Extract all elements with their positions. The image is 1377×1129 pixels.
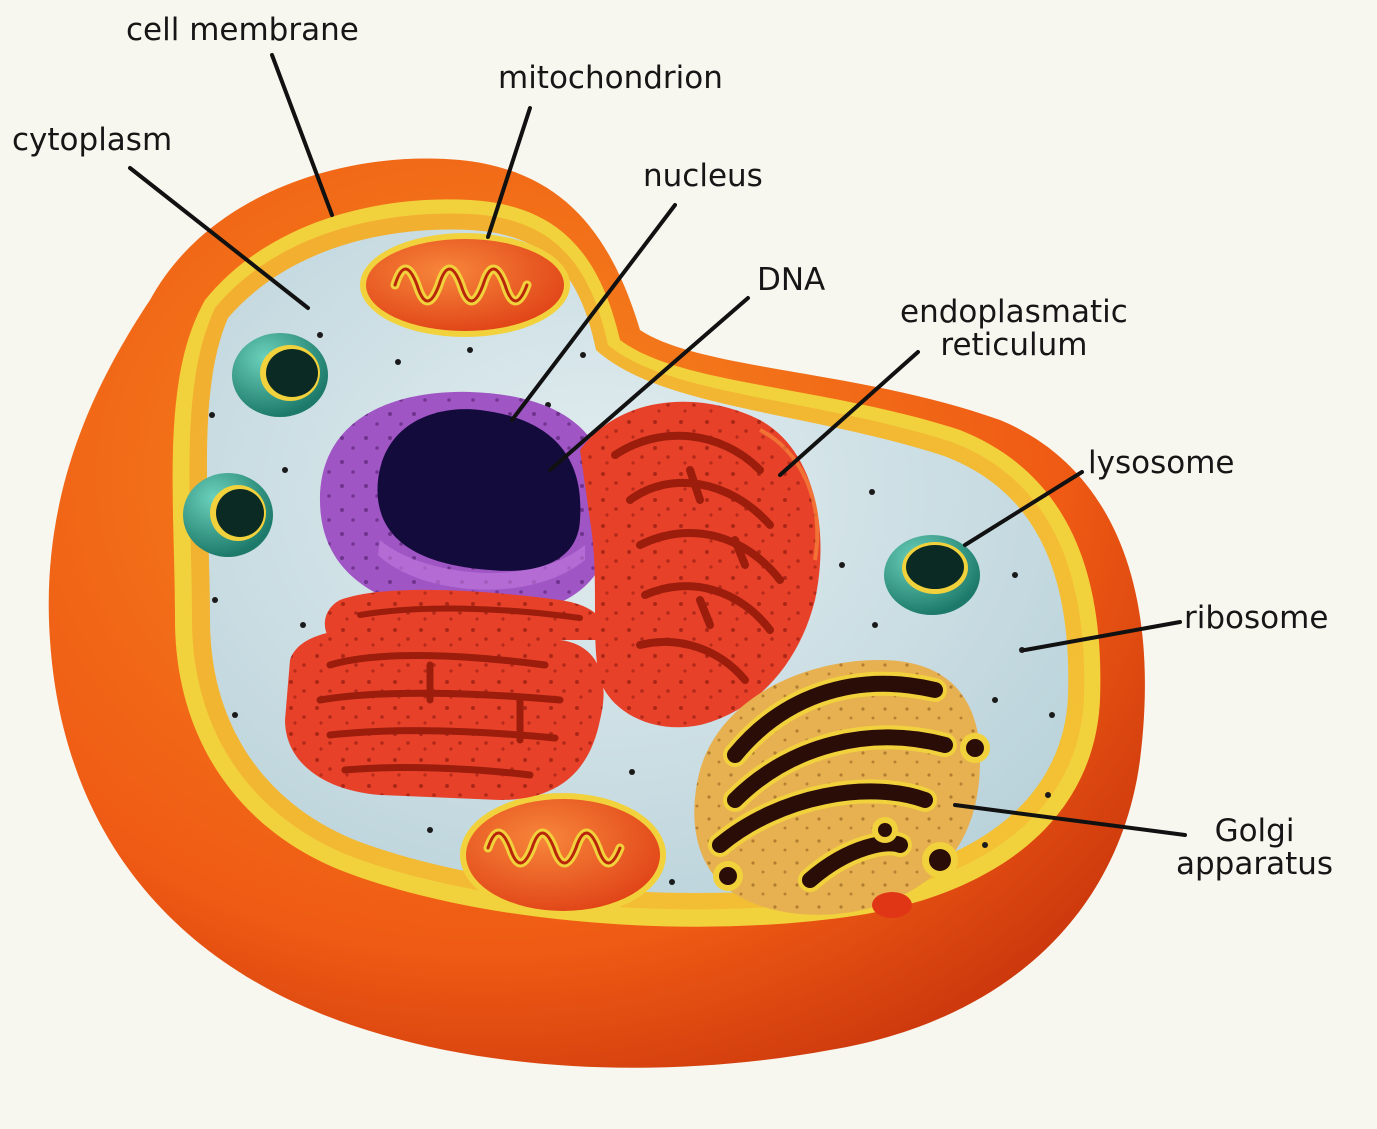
label-golgi-line1: Golgi — [1176, 815, 1333, 848]
label-cell-membrane: cell membrane — [126, 14, 359, 47]
label-mitochondrion: mitochondrion — [498, 62, 723, 95]
label-endoplasmatic-line2: reticulum — [900, 329, 1128, 362]
label-nucleus: nucleus — [643, 160, 763, 193]
lysosome-left-top — [232, 333, 328, 417]
nucleus — [320, 392, 612, 616]
mitochondrion-bottom — [460, 793, 666, 917]
label-endoplasmatic-reticulum: endoplasmatic reticulum — [900, 296, 1128, 362]
lysosome-right — [884, 535, 980, 615]
label-dna: DNA — [757, 264, 825, 297]
label-golgi-line2: apparatus — [1176, 848, 1333, 881]
label-cytoplasm: cytoplasm — [12, 124, 172, 157]
label-endoplasmatic-line1: endoplasmatic — [900, 296, 1128, 329]
lysosome-left-bottom — [183, 473, 273, 557]
label-ribosome: ribosome — [1184, 602, 1328, 635]
mitochondrion-top — [360, 233, 570, 337]
label-lysosome: lysosome — [1088, 447, 1234, 480]
label-golgi-apparatus: Golgi apparatus — [1176, 815, 1333, 881]
